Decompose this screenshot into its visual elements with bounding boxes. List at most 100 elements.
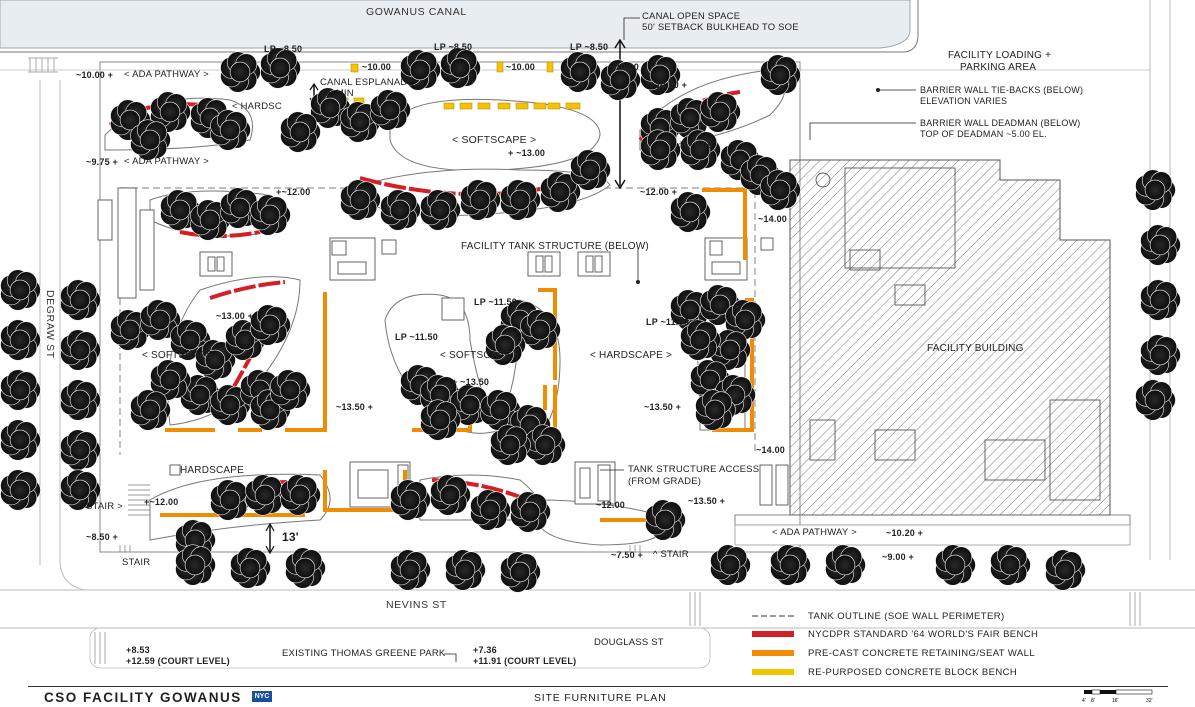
tree-canopy-center — [719, 554, 741, 576]
scale-label: 8' — [1091, 698, 1095, 704]
softscape-top-mound — [389, 98, 601, 172]
tree-canopy-center — [289, 121, 311, 143]
deadman-sub-label: TOP OF DEADMAN ~5.00 EL. — [920, 129, 1047, 139]
ada-pathway-top-label: < ADA PATHWAY > — [124, 69, 209, 80]
tree-canopy-center — [1149, 289, 1171, 311]
tree-canopy-center — [9, 329, 31, 351]
tree-canopy-center — [229, 61, 251, 83]
tree-canopy-center — [509, 561, 531, 583]
canal-open-space-label: CANAL OPEN SPACE — [642, 11, 741, 22]
elev-10-e: ~10.00 + — [650, 80, 688, 90]
tree-canopy-center — [229, 197, 251, 219]
elevation-right-1: +7.36 — [473, 645, 497, 655]
scale-bar: 4' 8' 16' 32' — [1082, 689, 1153, 704]
tree-canopy-center — [454, 559, 476, 581]
tree-canopy-center — [199, 209, 221, 231]
facility-tank-label: FACILITY TANK STRUCTURE (BELOW) — [461, 241, 649, 252]
elev-10-a: ~10.00 + — [76, 70, 114, 80]
legend-item-bench: NYCDPR STANDARD '64 WORLD'S FAIR BENCH — [752, 627, 1038, 641]
tree-canopy-center — [9, 279, 31, 301]
douglass-street-label: DOUGLASS ST — [594, 637, 664, 648]
legend-label: RE-PURPOSED CONCRETE BLOCK BENCH — [808, 666, 1018, 678]
elev-12-b: ~12.00 + — [640, 187, 678, 197]
tree-canopy-center — [834, 554, 856, 576]
thomas-greene-park-label: EXISTING THOMAS GREENE PARK — [282, 648, 446, 659]
tree-canopy-center — [119, 109, 141, 131]
legend-item-tank: TANK OUTLINE (SOE WALL PERIMETER) — [752, 609, 1005, 623]
tree-canopy-center — [349, 111, 371, 133]
elev-10-b: ~10.00 — [362, 62, 391, 72]
elev-14-b: ~14.00 — [756, 445, 785, 455]
tree-canopy-center — [654, 509, 676, 531]
elev-lp-1150-b: LP ~11.50 — [395, 332, 438, 342]
tree-canopy-center — [429, 199, 451, 221]
facility-building — [789, 159, 1111, 516]
block-bench — [350, 63, 359, 73]
tree-canopy-center — [689, 329, 711, 351]
tree-canopy-center — [399, 559, 421, 581]
tree-canopy-center — [609, 69, 631, 91]
facility-loading-label: FACILITY LOADING + — [948, 50, 1052, 61]
tree-canopy-center — [139, 399, 161, 421]
elev-1350-c: ~13.50 + — [644, 402, 682, 412]
tree-canopy-center — [159, 101, 181, 123]
tree-canopy-center — [179, 329, 201, 351]
tree-canopy-center — [769, 64, 791, 86]
tree-canopy-center — [379, 99, 401, 121]
legend-label: NYCDPR STANDARD '64 WORLD'S FAIR BENCH — [808, 628, 1039, 640]
elev-1350-d: ~13.50 + — [688, 496, 726, 506]
elevation-right-2: +11.91 (COURT LEVEL) — [473, 656, 577, 666]
tree-canopy-center — [259, 204, 281, 226]
title-block — [28, 686, 1168, 707]
canal-label: GOWANUS CANAL — [366, 6, 467, 18]
tree-canopy-center — [139, 129, 161, 151]
hardscape-center-label: < HARDSCAPE > — [590, 350, 673, 361]
tree-canopy-center — [649, 64, 671, 86]
elev-750: ~7.50 + — [611, 550, 643, 560]
tree-canopy-center — [1149, 344, 1171, 366]
tree-canopy-center — [219, 489, 241, 511]
tree-canopy-center — [219, 119, 241, 141]
tree-canopy-center — [679, 107, 701, 129]
elev-10-c: ~10.00 — [506, 62, 535, 72]
elev-lp-1150-a: LP ~11.50 — [474, 297, 517, 307]
elev-9-a: P ~9.00 — [680, 140, 713, 150]
tree-canopy-center — [534, 434, 556, 456]
tree-canopy-center — [69, 479, 91, 501]
ada-pathway-bottom-label: < ADA PATHWAY > — [772, 527, 857, 538]
tree-canopy-center — [294, 557, 316, 579]
elev-850: ~8.50 + — [86, 532, 118, 542]
elev-12-d: ~12.00 — [596, 500, 625, 510]
facility-building-label: FACILITY BUILDING — [927, 343, 1024, 354]
stair-mid-label: ^ STAIR — [653, 549, 689, 560]
tree-canopy-center — [439, 484, 461, 506]
elev-9-b: ~9.00 + — [882, 552, 914, 562]
tree-canopy-center — [519, 501, 541, 523]
tree-canopy-center — [319, 97, 341, 119]
parking-area-label: PARKING AREA — [960, 62, 1037, 73]
tree-canopy-center — [9, 429, 31, 451]
tree-canopy-center — [169, 199, 191, 221]
tree-canopy-center — [944, 554, 966, 576]
legend-item-seat-wall: PRE-CAST CONCRETE RETAINING/SEAT WALL — [752, 646, 1035, 660]
scale-label: 16' — [1112, 698, 1119, 704]
tree-canopy-center — [529, 319, 551, 341]
tree-canopy-center — [709, 294, 731, 316]
tree-canopy-center — [719, 339, 741, 361]
tree-canopy-center — [999, 554, 1021, 576]
tank-access-label: TANK STRUCTURE ACCESS — [628, 464, 760, 475]
tree-canopy-center — [689, 139, 711, 161]
tree-canopy-center — [1054, 559, 1076, 581]
elev-1020: ~10.20 + — [886, 528, 924, 538]
drawing-title: CSO FACILITY GOWANUS — [44, 690, 242, 705]
elev-lp-2: LP ~8.50 — [434, 42, 473, 52]
tank-access-sub-label: (FROM GRADE) — [628, 476, 702, 487]
tree-canopy-center — [459, 394, 481, 416]
tree-canopy-center — [509, 189, 531, 211]
tree-canopy-center — [1144, 389, 1166, 411]
elev-1350-a: + ~13.50 — [452, 377, 490, 387]
legend-label: PRE-CAST CONCRETE RETAINING/SEAT WALL — [808, 647, 1036, 659]
setback-label: 50' SETBACK BULKHEAD TO SOE — [642, 22, 799, 33]
tree-canopy-center — [549, 181, 571, 203]
tree-canopy-center — [429, 409, 451, 431]
